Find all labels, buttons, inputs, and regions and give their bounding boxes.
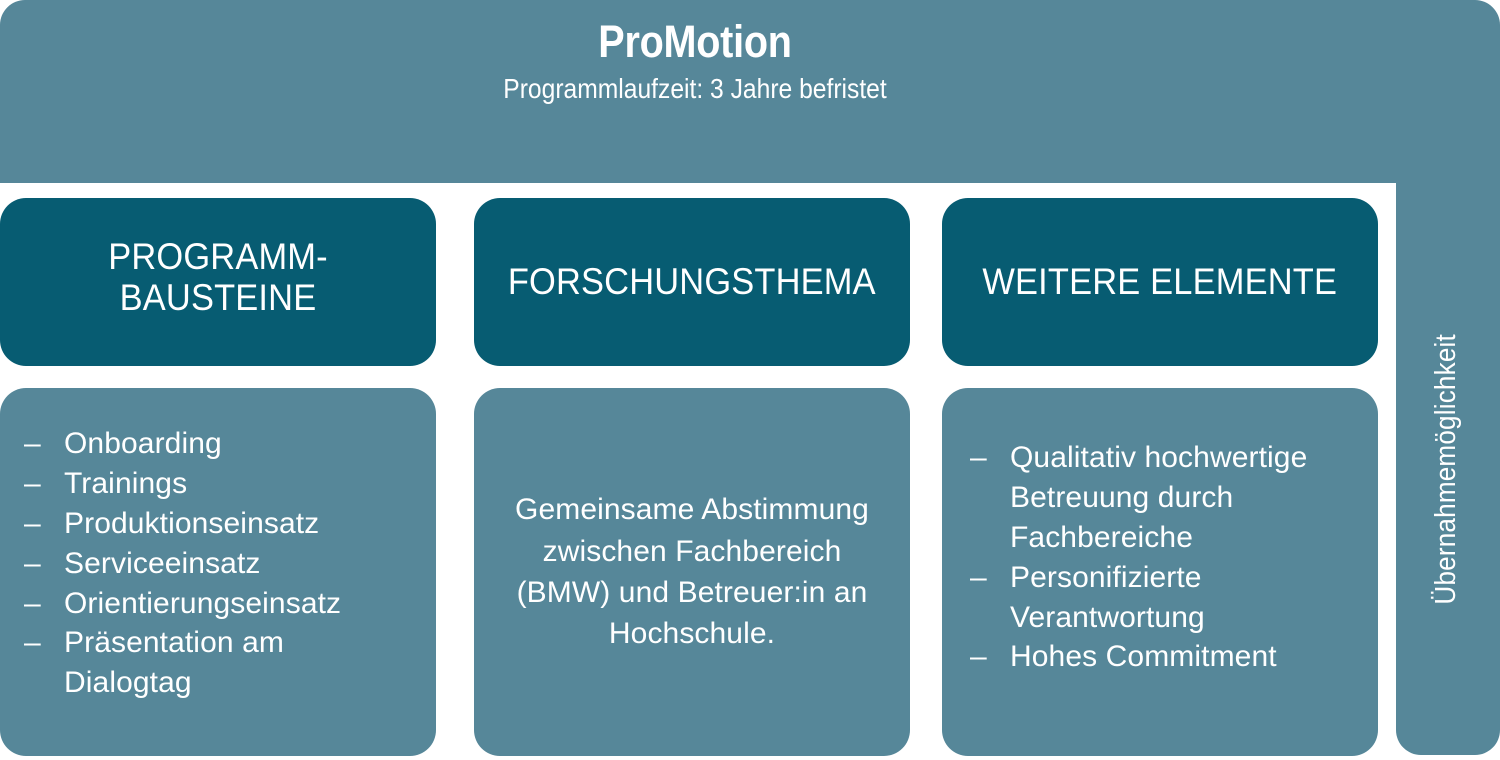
list-item: –Hohes Commitment [970, 637, 1360, 677]
list-item-label: Serviceeinsatz [64, 546, 261, 580]
dash-bullet-icon: – [24, 466, 41, 500]
list-item-label: Trainings [64, 466, 188, 500]
list-item: –Qualitativ hochwertige Betreuung durch … [970, 438, 1360, 558]
program-duration-subtitle: Programmlaufzeit: 3 Jahre befristet [503, 72, 887, 104]
column-body-forschungsthema: Gemeinsame Abstimmung zwischen Fachberei… [474, 388, 910, 756]
list-item-label: Produktionseinsatz [64, 506, 320, 540]
dash-bullet-icon: – [24, 586, 41, 620]
list-item-label: Hohes Commitment [1010, 640, 1277, 674]
takeover-possibility-text: Übernahmemöglichkeit [1429, 333, 1462, 605]
list-item: –Produktionseinsatz [24, 504, 418, 544]
dash-bullet-icon: – [970, 560, 987, 594]
column-header-weitere-elemente[interactable]: WEITERE ELEMENTE [942, 198, 1378, 366]
list-item-label: Personifizierte Verantwortung [1010, 560, 1205, 634]
weitere-elemente-list: –Qualitativ hochwertige Betreuung durch … [970, 438, 1360, 677]
column-programm-bausteine: PROGRAMM-BAUSTEINE –Onboarding –Training… [0, 198, 436, 756]
dash-bullet-icon: – [24, 626, 41, 660]
forschungsthema-paragraph: Gemeinsame Abstimmung zwischen Fachberei… [515, 493, 869, 651]
list-item: –Serviceeinsatz [24, 544, 418, 584]
list-item-label: Präsentation am Dialogtag [64, 626, 284, 700]
list-item: –Präsentation am Dialogtag [24, 623, 418, 703]
column-forschungsthema: FORSCHUNGSTHEMA Gemeinsame Abstimmung zw… [474, 198, 910, 756]
list-item: –Onboarding [24, 424, 418, 464]
column-body-weitere-elemente: –Qualitativ hochwertige Betreuung durch … [942, 388, 1378, 756]
dash-bullet-icon: – [970, 640, 987, 674]
list-item: –Trainings [24, 464, 418, 504]
column-header-label: FORSCHUNGSTHEMA [508, 261, 876, 303]
column-body-programm-bausteine: –Onboarding –Trainings –Produktionseinsa… [0, 388, 436, 756]
header: ProMotion Programmlaufzeit: 3 Jahre befr… [0, 16, 1390, 105]
list-item-label: Orientierungseinsatz [64, 586, 342, 620]
programm-bausteine-list: –Onboarding –Trainings –Produktionseinsa… [24, 424, 418, 703]
dash-bullet-icon: – [24, 427, 41, 460]
column-header-label: WEITERE ELEMENTE [982, 261, 1338, 303]
column-weitere-elemente: WEITERE ELEMENTE –Qualitativ hochwertige… [942, 198, 1378, 756]
list-item: –Personifizierte Verantwortung [970, 558, 1360, 638]
list-item-label: Qualitativ hochwertige Betreuung durch F… [1010, 441, 1308, 554]
dash-bullet-icon: – [970, 441, 987, 474]
dash-bullet-icon: – [24, 546, 41, 580]
column-header-forschungsthema[interactable]: FORSCHUNGSTHEMA [474, 198, 910, 366]
list-item: –Orientierungseinsatz [24, 584, 418, 624]
list-item-label: Onboarding [64, 427, 222, 460]
takeover-possibility-label: Übernahmemöglichkeit [1396, 183, 1496, 755]
column-header-label: PROGRAMM-BAUSTEINE [108, 236, 328, 319]
page-title: ProMotion [598, 16, 792, 67]
column-header-programm-bausteine[interactable]: PROGRAMM-BAUSTEINE [0, 198, 436, 366]
dash-bullet-icon: – [24, 506, 41, 540]
